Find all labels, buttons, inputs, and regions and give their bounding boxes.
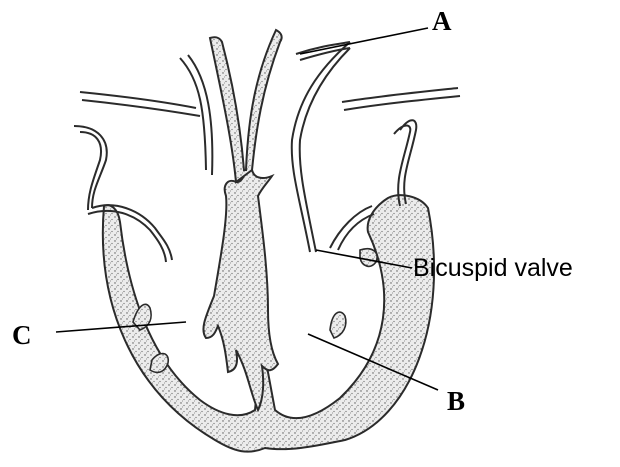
pointer-a <box>300 28 428 54</box>
left-atrium-wall <box>88 205 172 262</box>
vessel-left-outer <box>74 126 107 210</box>
papillary-right-1 <box>330 312 346 338</box>
label-bicuspid-valve: Bicuspid valve <box>413 256 573 281</box>
aorta-trunk <box>210 30 282 182</box>
vessel-right-outer <box>394 120 416 206</box>
label-a: A <box>432 8 452 35</box>
label-c: C <box>12 322 32 349</box>
vessel-right-arch <box>292 42 350 252</box>
label-b: B <box>447 388 465 415</box>
vessel-right-horizontal <box>342 88 460 110</box>
papillary-right-2 <box>360 249 377 267</box>
vessel-left-horizontal <box>80 92 200 116</box>
